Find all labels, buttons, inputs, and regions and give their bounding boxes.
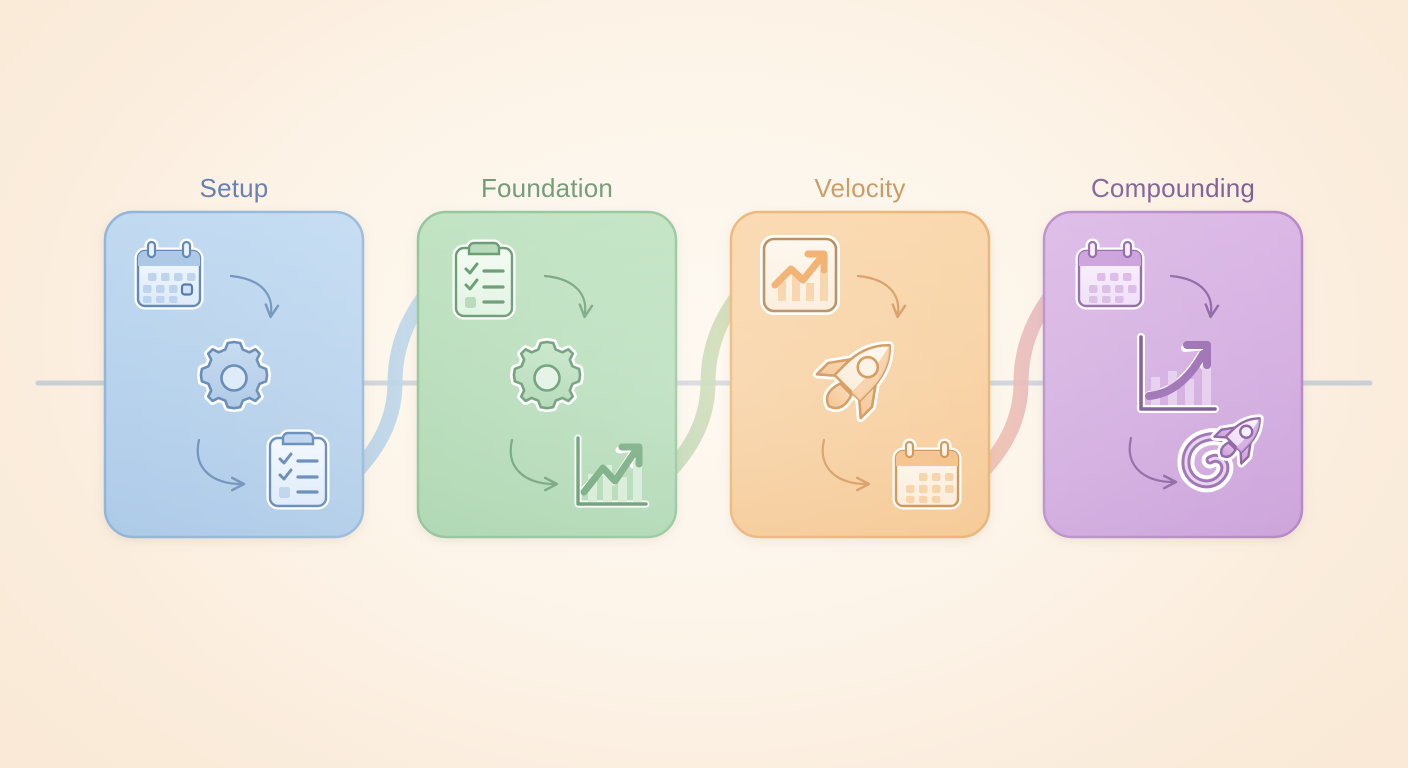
gear-icon [196,338,272,413]
stage-panel-velocity[interactable] [729,210,991,539]
curved-arrow-chart-to-rocket [856,274,907,319]
calendar-icon [134,238,204,310]
curved-arrow-rocket-to-calendar [821,438,871,492]
calendar-icon [892,438,962,510]
growth-chart-icon [574,434,650,508]
stage-label-velocity: Velocity [814,173,906,203]
rocket-launch-loop-icon [1177,414,1264,493]
clipboard-checklist-icon [452,239,516,320]
gear-icon [509,338,585,413]
curved-arrow-calendar-to-gear [229,274,280,319]
stage-label-setup: Setup [199,173,269,203]
trending-up-framed-icon [760,235,840,315]
growth-chart-icon [1137,333,1219,413]
stage-panel-foundation[interactable] [416,210,678,539]
stage-label-foundation: Foundation [480,173,614,203]
curved-arrow-chart-to-rocket-loop [1128,436,1178,490]
curved-arrow-gear-to-clipboard [196,438,246,492]
curved-arrow-gear-to-chart [509,438,559,492]
stage-panel-setup[interactable] [103,210,365,539]
stage-label-compounding: Compounding [1090,173,1256,203]
curved-arrow-clipboard-to-gear [543,274,594,319]
clipboard-checklist-icon [266,429,330,510]
calendar-icon [1075,238,1145,310]
rocket-icon [812,341,894,423]
curved-arrow-calendar-to-chart [1169,274,1220,319]
stage-panel-compounding[interactable] [1042,210,1304,539]
